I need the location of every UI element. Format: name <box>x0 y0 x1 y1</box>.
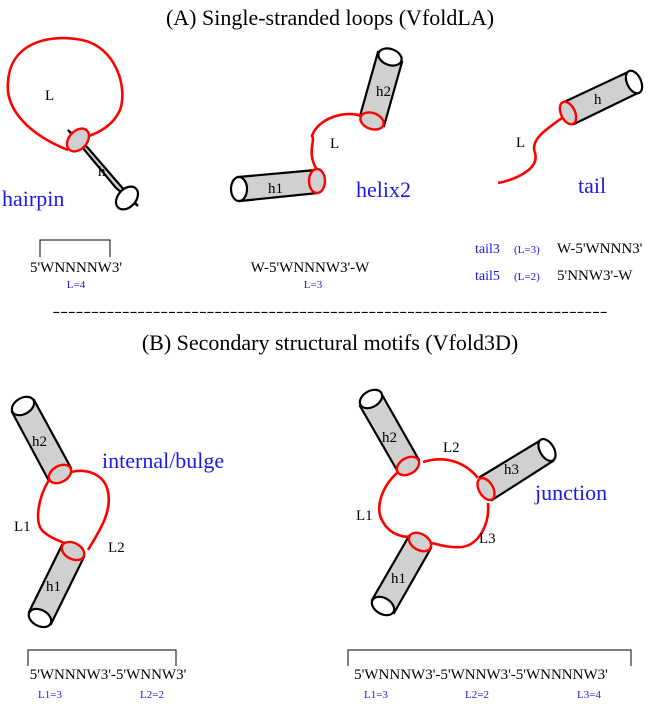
hairpin-helix-end-cap <box>114 185 140 211</box>
internal-bulge-motif: h2 h1 L1 L2 internal/bulge 5'WNNNW3'-5'W… <box>10 395 224 701</box>
internal-l1-label: L1 <box>14 519 31 535</box>
helix2-h1-end-cap <box>229 175 249 203</box>
junction-motif: h2 h3 h1 L1 L2 L3 junction 5'WNNNW3'-5'W… <box>347 388 632 701</box>
hairpin-loop-label: L <box>45 88 54 104</box>
tail-name: tail <box>578 173 606 198</box>
helix2-sequence: W-5'WNNNW3'-W <box>251 260 371 276</box>
junction-h2-loop-cap <box>395 455 421 477</box>
junction-l1-label: L1 <box>356 508 373 524</box>
tail3-length: (L=3) <box>514 244 540 256</box>
junction-h1-label: h1 <box>391 571 406 587</box>
internal-l1-length: L1=3 <box>38 689 62 701</box>
internal-h2-end-cap <box>10 395 36 417</box>
junction-name: junction <box>534 480 607 505</box>
junction-l3-label: L3 <box>479 531 496 547</box>
helix2-h1-label: h1 <box>268 181 283 197</box>
internal-h1-loop-cap <box>60 540 86 562</box>
tail5-sequence: 5'NNW3'-W <box>557 268 633 284</box>
hairpin-length: L=4 <box>67 279 86 291</box>
hairpin-bracket <box>39 239 111 257</box>
hairpin-motif: L h hairpin 5'WNNNNW3' L=4 <box>2 36 140 291</box>
helix2-h1-loop-cap <box>307 167 327 195</box>
junction-bracket <box>347 649 632 666</box>
junction-loop-strand <box>378 458 490 549</box>
section-a-title: (A) Single-stranded loops (VfoldLA) <box>166 5 494 30</box>
junction-sequence: 5'WNNNW3'-5'WNNW3'-5'WNNNNW3' <box>354 667 608 683</box>
tail5-length: (L=2) <box>514 271 540 283</box>
helix2-loop-label: L <box>330 136 339 152</box>
internal-h2-loop-cap <box>47 463 73 485</box>
internal-h1-end-cap <box>27 607 53 629</box>
internal-l2-label: L2 <box>108 540 125 556</box>
tail3-sequence: W-5'WNNN3' <box>557 241 643 257</box>
tail-loop-strand <box>497 116 563 185</box>
helix2-h2-end-cap <box>377 47 403 67</box>
helix2-h2-label: h2 <box>376 84 391 100</box>
tail-motif: L h tail tail3 (L=3) W-5'WNNN3' tail5 (L… <box>475 69 644 284</box>
helix2-loop-strand <box>310 112 363 171</box>
tail5-name: tail5 <box>475 269 500 284</box>
tail-helix-label: h <box>594 92 602 108</box>
junction-h2-label: h2 <box>382 430 397 446</box>
junction-l3-length: L3=4 <box>577 689 601 701</box>
tail-loop-cap <box>558 100 578 126</box>
junction-h3-end-cap <box>537 437 557 463</box>
hairpin-name: hairpin <box>2 186 64 211</box>
section-separator: ----------------------------------------… <box>53 304 608 320</box>
hairpin-loop-strand <box>6 36 124 152</box>
helix2-motif: L h1 h2 helix2 W-5'WNNNW3'-W L=3 <box>229 47 411 291</box>
tail-loop-label: L <box>516 135 525 151</box>
junction-l2-length: L2=2 <box>465 689 489 701</box>
junction-h3-label: h3 <box>504 462 519 478</box>
junction-h3-loop-cap <box>476 476 496 502</box>
tail-helix-end-cap <box>624 69 644 95</box>
junction-l2-label: L2 <box>443 440 460 456</box>
section-b-title: (B) Secondary structural motifs (Vfold3D… <box>142 330 518 355</box>
hairpin-helix-label: h <box>98 164 106 180</box>
internal-name: internal/bulge <box>102 448 224 473</box>
internal-l2-length: L2=2 <box>140 689 164 701</box>
internal-bracket <box>27 649 177 666</box>
hairpin-sequence: 5'WNNNNW3' <box>30 260 122 276</box>
junction-h1-end-cap <box>370 595 396 617</box>
helix2-length: L=3 <box>304 279 323 291</box>
helix2-name: helix2 <box>356 177 411 202</box>
tail3-name: tail3 <box>475 242 500 257</box>
internal-h1-label: h1 <box>46 579 61 595</box>
junction-l1-length: L1=3 <box>364 689 388 701</box>
internal-h2-label: h2 <box>32 434 47 450</box>
hairpin-loop-junction-cap <box>65 127 91 153</box>
junction-h2-end-cap <box>358 388 384 410</box>
internal-sequence: 5'WNNNW3'-5'WNNW3' <box>30 667 187 683</box>
internal-loop-strand <box>36 469 111 551</box>
junction-h1-loop-cap <box>407 531 433 553</box>
